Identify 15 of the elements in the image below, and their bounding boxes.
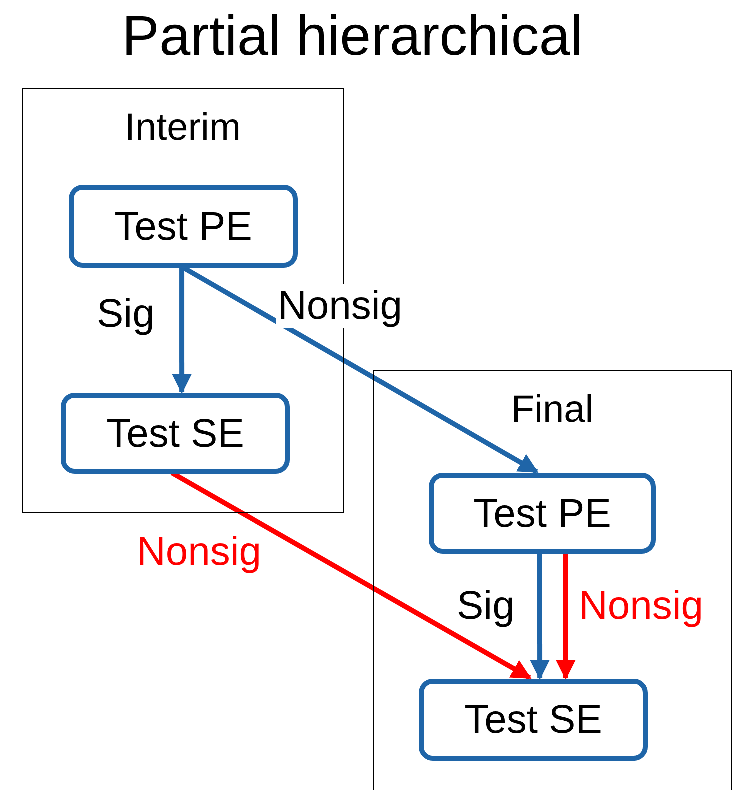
box-label: Test SE xyxy=(464,698,602,742)
box-label: Test PE xyxy=(114,204,252,248)
group-title: Final xyxy=(510,389,595,433)
diagram-title: Partial hierarchical xyxy=(121,3,584,69)
process-box xyxy=(61,393,290,474)
process-box xyxy=(419,679,648,761)
box-label: Test SE xyxy=(106,412,244,456)
process-box xyxy=(69,185,298,268)
group-title: Interim xyxy=(124,107,242,151)
arrow xyxy=(556,553,576,680)
box-label: Test PE xyxy=(474,492,612,536)
group-frame xyxy=(373,370,732,790)
arrow xyxy=(530,553,550,680)
process-box xyxy=(429,473,656,554)
arrow xyxy=(172,267,192,394)
